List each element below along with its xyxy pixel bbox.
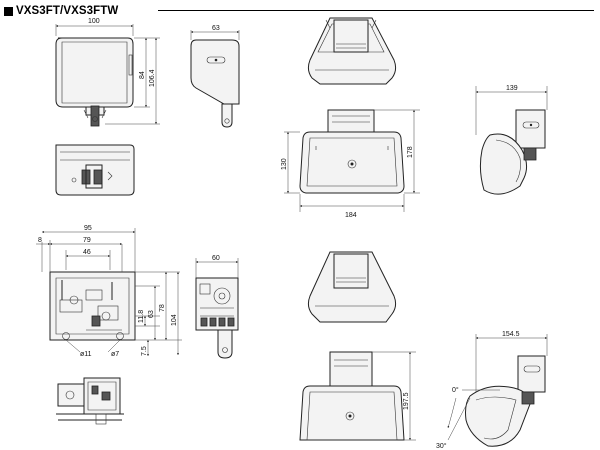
dim-bracket-inner: 79 — [83, 237, 91, 244]
side-mount-view: 139 — [475, 85, 548, 195]
dim-cabinet-height-right: 178 — [407, 146, 414, 158]
dim-bracket-104: 104 — [171, 314, 178, 326]
bracket-detail-view — [56, 377, 124, 425]
dim-bracket-width: 95 — [84, 225, 92, 232]
tilt-view: 154.5 0° 30° — [436, 331, 548, 450]
page-title: VXS3FT/VXS3FTW — [16, 5, 119, 17]
cabinet-front-dimensions: 130 178 184 — [281, 109, 420, 219]
dim-side-width: 63 — [212, 25, 220, 32]
dim-bracket-right-width: 60 — [212, 255, 220, 262]
bottom-view — [55, 144, 135, 196]
title-bar: VXS3FT/VXS3FTW — [4, 2, 118, 20]
dim-tilt-width: 154.5 — [502, 331, 520, 338]
dim-bracket-63: 63 — [148, 310, 155, 318]
bracket-side-view: 60 — [195, 255, 239, 359]
cabinet-bracket-view: 197.5 — [299, 351, 416, 441]
dim-cabinet-width: 184 — [345, 212, 357, 219]
side-view: 63 — [190, 25, 240, 128]
angle-zero: 0° — [452, 386, 459, 394]
dim-cabinet-height-left: 130 — [281, 158, 288, 170]
dim-tilt-height: 197.5 — [403, 392, 410, 410]
cabinet-front-view — [299, 109, 405, 194]
dim-bracket-offset: 8 — [38, 237, 42, 244]
dim-bracket-7-5: 7.5 — [141, 346, 148, 356]
title-rule — [158, 10, 594, 11]
top-cabinet-view — [307, 17, 397, 85]
bracket-plate-dimensions: 95 79 8 46 104 78 63 11.8 7.5 ø11 ø7 — [36, 225, 182, 358]
dim-bracket-hole-spacing: 46 — [83, 249, 91, 256]
dim-hole-large: ø11 — [80, 351, 92, 358]
dim-front-height-total: 106.4 — [149, 69, 156, 87]
dim-bracket-11-8: 11.8 — [138, 310, 145, 323]
dim-side-view-width: 139 — [506, 85, 518, 92]
dim-front-width: 100 — [88, 18, 100, 25]
dim-bracket-78: 78 — [159, 304, 166, 312]
front-view — [55, 37, 134, 127]
title-marker-icon — [4, 6, 13, 16]
angle-thirty: 30° — [436, 442, 447, 450]
front-view-dimensions: 100 84 106.4 — [55, 18, 160, 125]
bracket-plate-view — [49, 271, 136, 341]
dim-front-height: 84 — [139, 71, 146, 79]
top-cabinet-view-2 — [307, 251, 397, 323]
dim-hole-small: ø7 — [111, 351, 119, 358]
